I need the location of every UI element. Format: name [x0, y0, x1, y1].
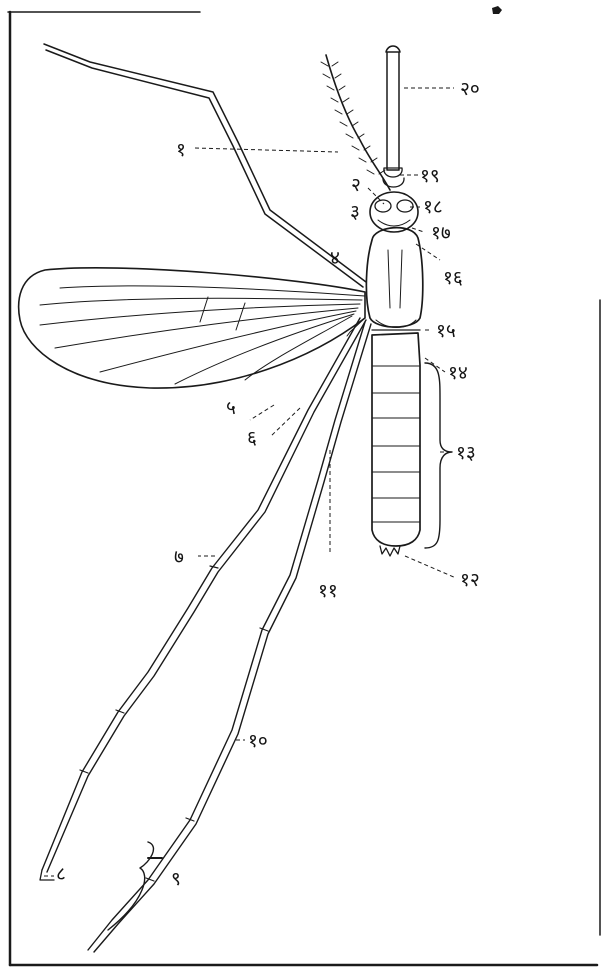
- thorax: [366, 228, 422, 330]
- label-4: ४: [330, 247, 340, 269]
- label-5: ५: [226, 397, 236, 419]
- ink-speck: [492, 6, 502, 14]
- bracket-abdomen: [425, 363, 452, 548]
- label-11: ११: [318, 580, 338, 602]
- label-10: १०: [248, 730, 268, 752]
- label-17: १७: [431, 222, 451, 244]
- leader-lines: [44, 88, 456, 876]
- label-6: ६: [247, 427, 257, 449]
- label-13: १३: [456, 442, 476, 464]
- rostrum: [383, 46, 404, 187]
- antenna: [321, 55, 390, 190]
- label-14: १४: [448, 362, 468, 384]
- label-1: १: [176, 139, 186, 161]
- abdomen: [372, 333, 420, 556]
- label-15: १५: [436, 320, 456, 342]
- label-8: ८: [56, 863, 66, 885]
- head: [370, 192, 418, 232]
- front-leg: [44, 44, 366, 287]
- label-2: २: [351, 174, 361, 196]
- label-16: १६: [443, 267, 463, 289]
- label-20: २०: [460, 78, 480, 100]
- label-12: १२: [460, 569, 480, 591]
- label-9: ९: [171, 868, 181, 890]
- bracket-tarsus: [108, 842, 162, 930]
- page-frame: [8, 12, 600, 965]
- wing: [19, 268, 365, 388]
- label-7: ७: [174, 546, 184, 568]
- label-3: ३: [350, 201, 360, 223]
- label-19: १९: [420, 165, 440, 187]
- callout-labels: १ २ ३ ४ ५ ६ ७ ८ ९ १० ११ १२ १३ १४ १५ १६ १…: [56, 78, 480, 890]
- label-18: १८: [423, 196, 443, 218]
